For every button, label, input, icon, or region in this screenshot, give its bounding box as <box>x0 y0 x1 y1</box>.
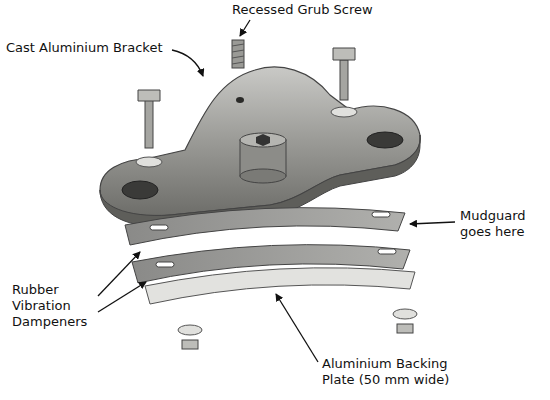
part-label: Mudguard goes here <box>460 208 542 240</box>
part-label: Rubber Vibration Dampeners <box>12 282 98 330</box>
part-label: Recessed Grub Screw <box>232 2 432 18</box>
part-label: Cast Aluminium Bracket <box>6 40 206 56</box>
part-label: Aluminium Backing Plate (50 mm wide) <box>322 356 474 388</box>
